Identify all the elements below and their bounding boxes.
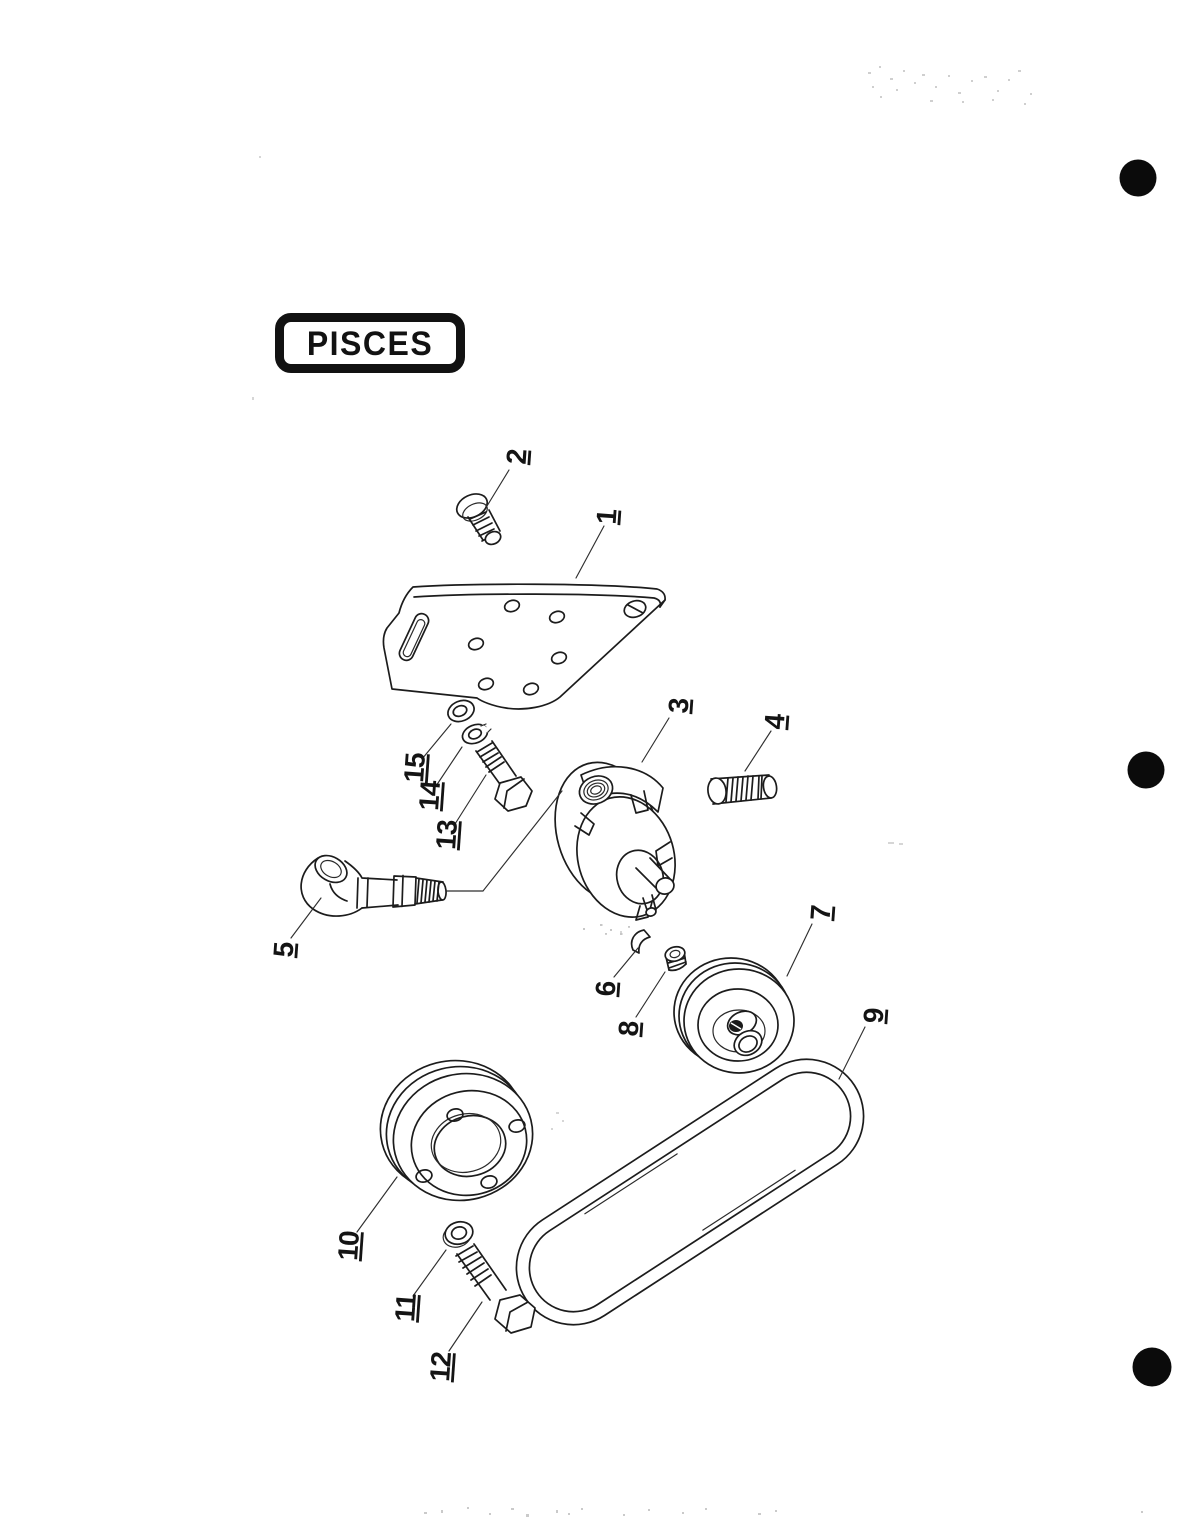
bracket-hole	[503, 599, 521, 613]
part-12-hex-bolt	[455, 1243, 536, 1334]
scan-noise-bottom	[424, 1507, 1143, 1517]
callout-leader-6	[613, 947, 639, 978]
bracket-slot	[398, 612, 430, 662]
pisces-logo-text: PISCES	[306, 323, 434, 363]
pulley-hole	[446, 1108, 464, 1122]
part-14-lock-washer	[461, 723, 492, 745]
bracket-hole	[522, 682, 540, 696]
callout-leader-3	[641, 717, 670, 763]
callout-leader-13	[454, 774, 487, 825]
binder-punch-dots	[1119, 159, 1172, 1387]
punch-hole-dot	[1119, 159, 1157, 197]
callout-number-9: 9	[858, 1007, 890, 1024]
part-2-pan-head-screw	[455, 493, 502, 546]
callout-number-5: 5	[268, 941, 300, 958]
callout-leader-11	[412, 1249, 447, 1297]
part-11-washer	[442, 1220, 474, 1248]
bracket-screw-hole	[623, 599, 647, 619]
part-9-v-belt	[515, 1058, 865, 1326]
callout-number-2: 2	[501, 448, 533, 465]
callout-leader-2	[486, 469, 510, 507]
part-5-elbow-fitting	[300, 854, 447, 917]
part-4-threaded-stud	[707, 774, 778, 805]
callout-number-11: 11	[389, 1293, 422, 1323]
elbow-nut	[392, 874, 417, 908]
punch-hole-dot	[1132, 1347, 1172, 1387]
scan-noise-misc	[252, 156, 903, 1130]
callout-leaders	[290, 469, 866, 1352]
pump-inlet-port	[578, 775, 614, 805]
pulley-hole	[508, 1119, 526, 1133]
callout-number-12: 12	[424, 1351, 457, 1383]
part-15-flat-washer	[447, 699, 475, 723]
callout-leader-7	[786, 923, 813, 977]
part-10-large-pulley	[379, 1059, 534, 1202]
part-6-woodruff-key	[630, 929, 651, 954]
part-1-mounting-bracket	[382, 583, 666, 710]
callout-leader-8	[635, 971, 666, 1018]
callout-numbers: 1 2 3 4 5 6 7 8 9 10 11 12 13 14 15	[268, 448, 890, 1382]
part-3-pump-body	[554, 761, 676, 935]
callout-number-15: 15	[398, 752, 431, 784]
callout-leader-15	[421, 723, 452, 760]
callout-number-7: 7	[805, 904, 837, 921]
part-13-hex-bolt	[475, 740, 533, 812]
callout-leader-1	[575, 525, 605, 579]
pulley-hole	[480, 1175, 498, 1189]
punch-hole-dot	[1127, 751, 1165, 789]
pisces-logo-badge: PISCES	[275, 313, 465, 373]
callout-number-13: 13	[430, 819, 463, 851]
callout-number-4: 4	[759, 712, 791, 730]
part-7-small-pulley	[673, 957, 795, 1074]
scan-noise-pump	[583, 924, 630, 935]
callout-leader-9	[838, 1026, 866, 1080]
bracket-hole	[477, 677, 495, 691]
callout-leader-14	[435, 746, 463, 787]
pulley-hole	[415, 1169, 433, 1183]
callout-number-8: 8	[613, 1020, 645, 1037]
bracket-hole	[548, 610, 566, 624]
callout-leader-12	[448, 1301, 483, 1352]
bracket-hole	[550, 651, 568, 665]
scan-noise-top-right	[868, 66, 1032, 105]
callout-number-14: 14	[413, 779, 446, 812]
pump-shaft	[635, 857, 675, 917]
callout-leader-5	[290, 897, 322, 939]
callout-leader-10	[356, 1176, 398, 1233]
callout-number-6: 6	[590, 980, 622, 997]
elbow-threads	[414, 877, 447, 905]
pulley-bore	[738, 1035, 758, 1053]
elbow-opening	[314, 854, 348, 884]
part-8-set-screw	[664, 945, 687, 972]
callout-number-10: 10	[332, 1230, 365, 1262]
callout-leader-4	[744, 730, 772, 772]
callout-number-1: 1	[591, 508, 623, 525]
callout-number-3: 3	[663, 697, 695, 714]
part-5-connector-line	[446, 790, 563, 892]
bracket-hole	[467, 637, 485, 651]
